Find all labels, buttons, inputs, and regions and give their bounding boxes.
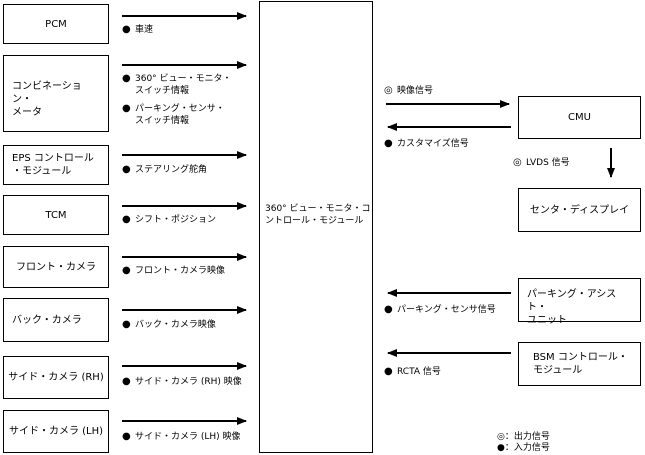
back-camera-box: バック・カメラ <box>3 298 109 342</box>
signal-parking-sensor-in: ●パーキング・センサ信号 <box>384 304 496 315</box>
tcm-label: TCM <box>45 209 67 221</box>
pcm-box: PCM <box>3 4 109 44</box>
front-camera-label: フロント・カメラ <box>16 261 96 273</box>
parking-assist-unit-box: パーキング・アシスト・ ユニット <box>518 278 641 326</box>
signal-vehicle-speed: ●車速 <box>122 24 154 35</box>
side-camera-rh-box: サイド・カメラ (RH) <box>3 356 109 399</box>
combination-meter-label: コンビネーション・ メータ <box>12 81 82 118</box>
signal-side-camera-lh-video: ●サイド・カメラ (LH) 映像 <box>122 431 241 442</box>
signal-parking-sensor-switch: ●パーキング・センサ・スイッチ情報 <box>122 103 225 126</box>
center-control-module-label: 360° ビュー・モニタ・コ ントロール・モジュール <box>265 204 371 226</box>
bsm-module-label: BSM コントロール・ モジュール <box>533 352 628 376</box>
legend-output: ◎：出力信号 <box>497 432 550 442</box>
signal-rcta-in: ●RCTA 信号 <box>384 366 441 377</box>
side-camera-lh-label: サイド・カメラ (LH) <box>8 426 104 437</box>
eps-module-box: EPS コントロール ・モジュール <box>3 145 109 185</box>
legend-input: ●：入力信号 <box>497 443 550 453</box>
signal-side-camera-rh-video: ●サイド・カメラ (RH) 映像 <box>122 376 242 387</box>
combination-meter-box: コンビネーション・ メータ <box>3 55 109 132</box>
signal-front-camera-video: ●フロント・カメラ映像 <box>122 265 226 276</box>
signal-video-out: ◎映像信号 <box>384 85 434 96</box>
pcm-label: PCM <box>45 18 67 30</box>
bsm-module-box: BSM コントロール・ モジュール <box>518 342 641 386</box>
back-camera-label: バック・カメラ <box>12 314 82 326</box>
center-control-module-box: 360° ビュー・モニタ・コ ントロール・モジュール <box>259 1 373 453</box>
signal-lvds-out: ◎LVDS 信号 <box>513 157 570 168</box>
front-camera-box: フロント・カメラ <box>3 246 109 288</box>
center-display-label: センタ・ディスプレイ <box>529 204 630 216</box>
center-display-box: センタ・ディスプレイ <box>518 188 641 232</box>
signal-360-switch: ●360° ビュー・モニタ・スイッチ情報 <box>122 73 232 96</box>
signal-shift-position: ●シフト・ポジション <box>122 214 217 225</box>
cmu-box: CMU <box>518 96 641 139</box>
side-camera-lh-box: サイド・カメラ (LH) <box>3 410 109 453</box>
signal-back-camera-video: ●バック・カメラ映像 <box>122 319 216 330</box>
cmu-label: CMU <box>568 112 591 123</box>
side-camera-rh-label: サイド・カメラ (RH) <box>8 372 104 383</box>
legend: ◎：出力信号 ●：入力信号 <box>497 432 550 454</box>
signal-steering-angle: ●ステアリング舵角 <box>122 164 208 175</box>
tcm-box: TCM <box>3 195 109 235</box>
eps-module-label: EPS コントロール ・モジュール <box>12 153 94 177</box>
parking-assist-unit-label: パーキング・アシスト・ ユニット <box>527 289 617 326</box>
signal-customize-in: ●カスタマイズ信号 <box>384 138 469 149</box>
